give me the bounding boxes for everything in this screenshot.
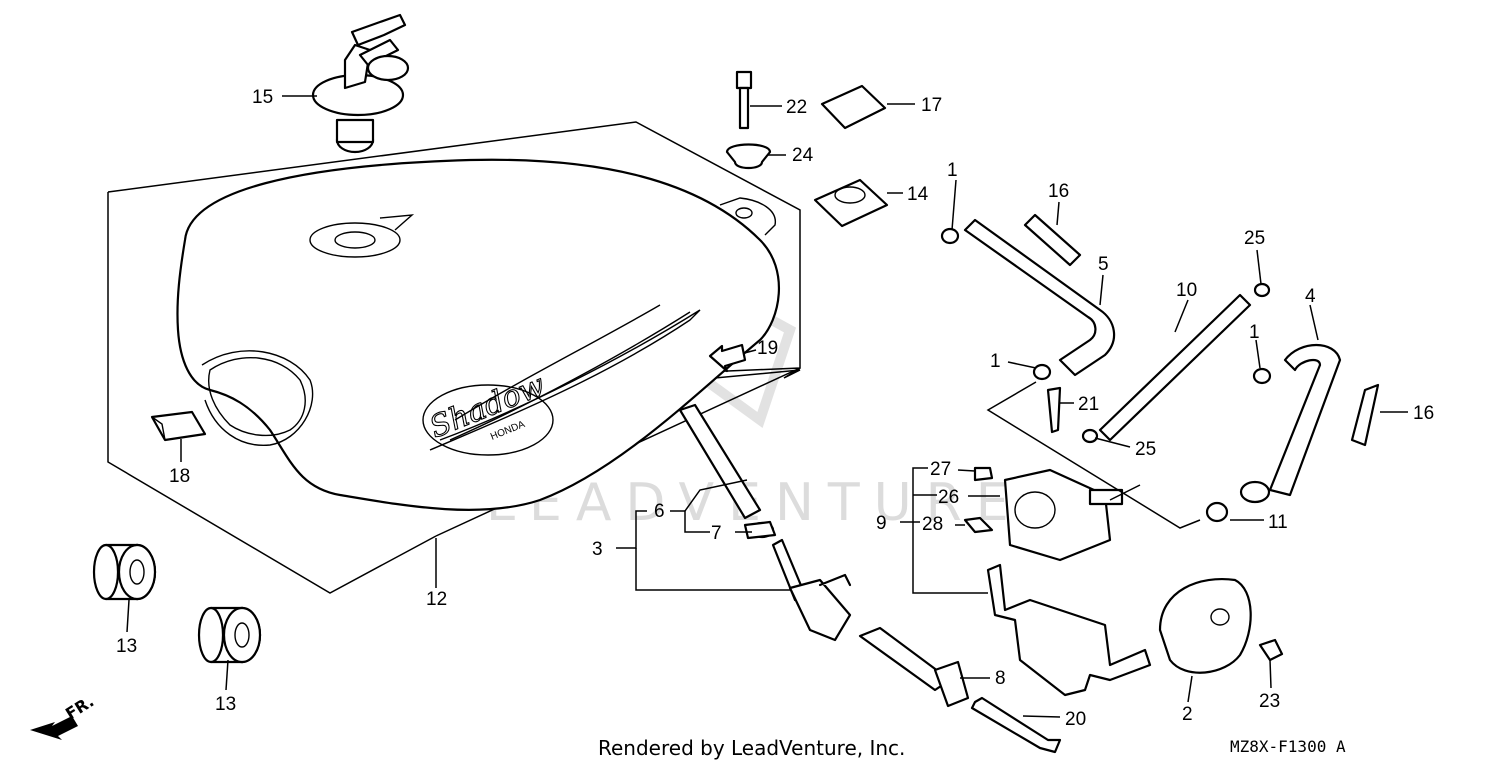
clip-11[interactable] <box>1205 501 1229 523</box>
tank-cushion-front[interactable] <box>92 543 157 601</box>
callout-14: 14 <box>907 184 929 205</box>
tank-cushion-rear[interactable] <box>197 606 262 664</box>
callout-20: 20 <box>1065 709 1086 730</box>
callout-1-c: 1 <box>1249 322 1260 343</box>
leader-lines <box>126 95 1408 718</box>
callout-15: 15 <box>252 87 273 108</box>
callout-4: 4 <box>1305 286 1316 307</box>
washer-7[interactable] <box>743 520 777 540</box>
credit-text: Rendered by LeadVenture, Inc. <box>598 736 906 760</box>
callout-27: 27 <box>930 459 951 480</box>
clip-1b[interactable] <box>1032 363 1052 381</box>
callout-16-a: 16 <box>1048 181 1069 202</box>
clip-1c[interactable] <box>1252 367 1272 385</box>
callout-1-a: 1 <box>947 160 958 181</box>
arrow-19-icon <box>708 343 747 373</box>
callout-1-b: 1 <box>990 351 1001 372</box>
pump-bracket[interactable] <box>986 563 1152 697</box>
hose-4-end <box>1239 480 1271 504</box>
protector-spring-right[interactable] <box>1350 383 1380 447</box>
callout-6: 6 <box>654 501 665 522</box>
callout-5: 5 <box>1098 254 1109 275</box>
tank-box-left <box>107 192 437 594</box>
clip-25a[interactable] <box>1253 282 1271 298</box>
callout-7: 7 <box>711 523 722 544</box>
bolt-21[interactable] <box>1046 386 1062 434</box>
diagram-code: MZ8X-F1300 A <box>1230 737 1346 756</box>
collar-24[interactable] <box>725 143 772 170</box>
vent-hose-10[interactable] <box>1098 293 1252 442</box>
fuel-hose-8[interactable] <box>858 626 970 708</box>
callout-13-b: 13 <box>215 694 236 715</box>
callout-23: 23 <box>1259 691 1280 712</box>
callout-26: 26 <box>938 487 959 508</box>
pad-17[interactable] <box>820 84 887 130</box>
fuel-tank[interactable]: Shadow HONDA <box>176 158 780 511</box>
screw-20[interactable] <box>970 696 1062 754</box>
bolt-27[interactable] <box>973 466 994 482</box>
callout-18: 18 <box>169 466 190 487</box>
fuel-valve[interactable] <box>678 403 852 642</box>
clip-25b[interactable] <box>1081 428 1099 444</box>
callout-labels: 1 1 1 1 2 3 4 5 6 7 8 9 10 11 12 13 13 1… <box>116 87 1434 730</box>
callout-8: 8 <box>995 668 1006 689</box>
callout-2: 2 <box>1182 704 1193 725</box>
callout-24: 24 <box>792 145 814 166</box>
callout-13-a: 13 <box>116 636 137 657</box>
rubber-pad[interactable] <box>150 410 207 442</box>
callout-9: 9 <box>876 513 887 534</box>
side-cover[interactable] <box>1158 578 1252 674</box>
callout-22: 22 <box>786 97 807 118</box>
callout-11: 11 <box>1268 512 1288 533</box>
callout-28: 28 <box>922 514 943 535</box>
callout-3: 3 <box>592 539 603 560</box>
screw-23[interactable] <box>1258 638 1284 662</box>
callout-25-a: 25 <box>1244 228 1265 249</box>
callout-17: 17 <box>921 95 942 116</box>
clip-1a[interactable] <box>940 227 960 245</box>
callout-10: 10 <box>1176 280 1197 301</box>
cushion-14[interactable] <box>813 178 889 228</box>
fuel-cap[interactable] <box>311 13 410 154</box>
bolt-28[interactable] <box>963 516 994 534</box>
callout-21: 21 <box>1078 394 1099 415</box>
callout-19: 19 <box>757 338 778 359</box>
fuel-hose-5[interactable] <box>963 218 1116 377</box>
front-direction-arrow-icon <box>30 716 78 740</box>
fuel-pump[interactable] <box>1003 468 1124 562</box>
fuel-hose-4[interactable] <box>1268 344 1342 497</box>
callout-16-b: 16 <box>1413 403 1434 424</box>
callout-25-b: 25 <box>1135 439 1156 460</box>
bolt-22[interactable] <box>735 70 753 130</box>
protector-spring-top[interactable] <box>1023 213 1082 267</box>
callout-12: 12 <box>426 589 447 610</box>
